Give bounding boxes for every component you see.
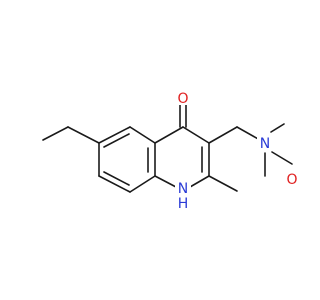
bond-ch2-n bbox=[236, 126, 261, 141]
bond-morph-2 bbox=[271, 151, 293, 165]
atom-labels: O N H N O bbox=[174, 89, 298, 212]
bond-benz-5-inner bbox=[103, 171, 130, 186]
bond-n1-c8a bbox=[154, 175, 177, 188]
bond-benz-5 bbox=[98, 175, 131, 193]
bond-c4a-c4 bbox=[154, 126, 184, 144]
bond-c3-ch2 bbox=[208, 126, 238, 144]
bond-methyl bbox=[208, 175, 238, 192]
ring-nh-hydrogen-label: H bbox=[178, 196, 189, 212]
structure-diagram: O N H N O bbox=[42, 89, 298, 212]
bond-c2-n1 bbox=[189, 175, 210, 188]
bonds bbox=[42, 103, 293, 193]
bond-benz-1-inner bbox=[103, 133, 130, 148]
bond-benz-4 bbox=[129, 175, 156, 193]
bond-ethyl-attach bbox=[67, 126, 100, 144]
bond-morph-1 bbox=[270, 123, 285, 133]
carbonyl-oxygen-label: O bbox=[177, 91, 188, 107]
molecule-canvas: O N H N O bbox=[42, 89, 298, 212]
bond-benz-1 bbox=[98, 126, 131, 144]
morpholine-oxygen-label: O bbox=[286, 172, 297, 188]
morpholine-nitrogen-label: N bbox=[260, 136, 270, 152]
ring-nitrogen-label: N bbox=[178, 181, 188, 197]
bond-c4-c3 bbox=[182, 126, 210, 144]
bond-benz-2 bbox=[129, 126, 156, 144]
bond-ethyl-terminal bbox=[42, 126, 69, 141]
